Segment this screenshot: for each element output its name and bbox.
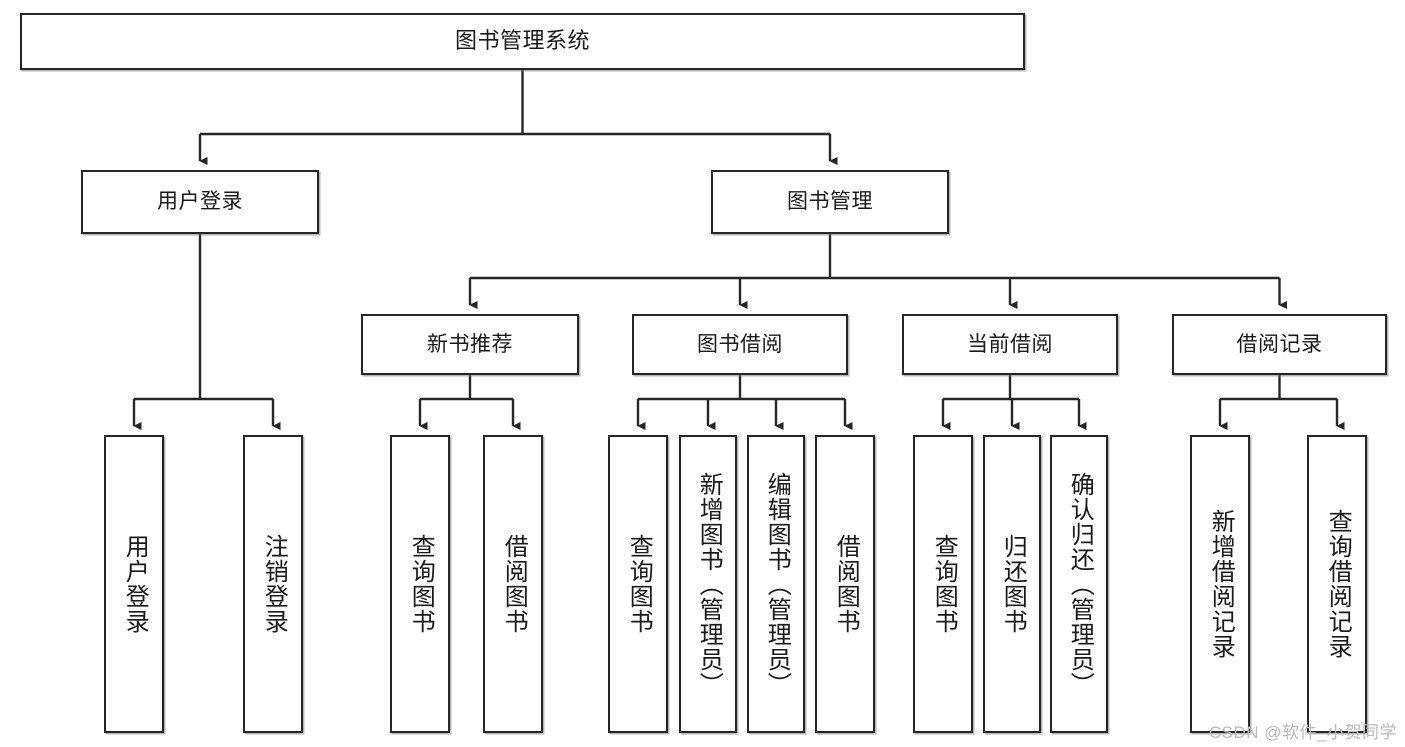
node-label: 新书推荐 bbox=[427, 332, 513, 356]
node-leaf-add-book[interactable]: 新增图书（管理员） bbox=[679, 435, 737, 733]
node-leaf-query-book-2[interactable]: 查询图书 bbox=[608, 435, 668, 733]
node-label: 用户登录 bbox=[121, 534, 149, 634]
node-current-borrow[interactable]: 当前借阅 bbox=[902, 314, 1118, 375]
csdn-watermark: CSDN @软件_小贺同学 bbox=[1208, 723, 1397, 742]
node-label: 查询图书 bbox=[625, 534, 653, 634]
node-leaf-user-login[interactable]: 用户登录 bbox=[104, 435, 164, 733]
node-user-login[interactable]: 用户登录 bbox=[81, 170, 319, 234]
node-label: 新增借阅记录 bbox=[1207, 509, 1235, 659]
node-leaf-query-book-1[interactable]: 查询图书 bbox=[390, 435, 450, 733]
node-label: 借阅图书 bbox=[500, 534, 528, 634]
node-label: 图书管理 bbox=[787, 190, 873, 214]
node-label: 查询图书 bbox=[930, 534, 958, 634]
node-label: 借阅记录 bbox=[1236, 332, 1323, 356]
node-label: 确认归还（管理员） bbox=[1066, 471, 1094, 697]
node-leaf-return-book[interactable]: 归还图书 bbox=[983, 435, 1041, 733]
node-leaf-borrow-book-2[interactable]: 借阅图书 bbox=[815, 435, 875, 733]
node-book-manage[interactable]: 图书管理 bbox=[711, 170, 949, 234]
node-book-borrow[interactable]: 图书借阅 bbox=[632, 314, 848, 375]
node-label: 查询借阅记录 bbox=[1324, 509, 1352, 659]
node-label: 用户登录 bbox=[157, 190, 243, 214]
node-label: 归还图书 bbox=[999, 534, 1027, 634]
node-borrow-record[interactable]: 借阅记录 bbox=[1172, 314, 1387, 375]
node-label: 编辑图书（管理员） bbox=[763, 471, 791, 697]
node-label: 注销登录 bbox=[260, 534, 288, 634]
node-label: 借阅图书 bbox=[832, 534, 860, 634]
node-leaf-query-book-3[interactable]: 查询图书 bbox=[913, 435, 973, 733]
node-leaf-query-record[interactable]: 查询借阅记录 bbox=[1307, 435, 1367, 733]
node-label: 查询图书 bbox=[407, 534, 435, 634]
node-leaf-edit-book[interactable]: 编辑图书（管理员） bbox=[747, 435, 805, 733]
node-leaf-borrow-book-1[interactable]: 借阅图书 bbox=[483, 435, 543, 733]
node-leaf-add-record[interactable]: 新增借阅记录 bbox=[1190, 435, 1250, 733]
node-leaf-logout[interactable]: 注销登录 bbox=[243, 435, 303, 733]
node-label: 当前借阅 bbox=[967, 332, 1053, 356]
node-label: 新增图书（管理员） bbox=[695, 471, 723, 697]
node-new-book-rec[interactable]: 新书推荐 bbox=[361, 314, 579, 375]
node-label: 图书借阅 bbox=[697, 332, 783, 356]
node-label: 图书管理系统 bbox=[454, 28, 590, 54]
node-root[interactable]: 图书管理系统 bbox=[20, 13, 1025, 70]
node-leaf-confirm-return[interactable]: 确认归还（管理员） bbox=[1050, 435, 1108, 733]
